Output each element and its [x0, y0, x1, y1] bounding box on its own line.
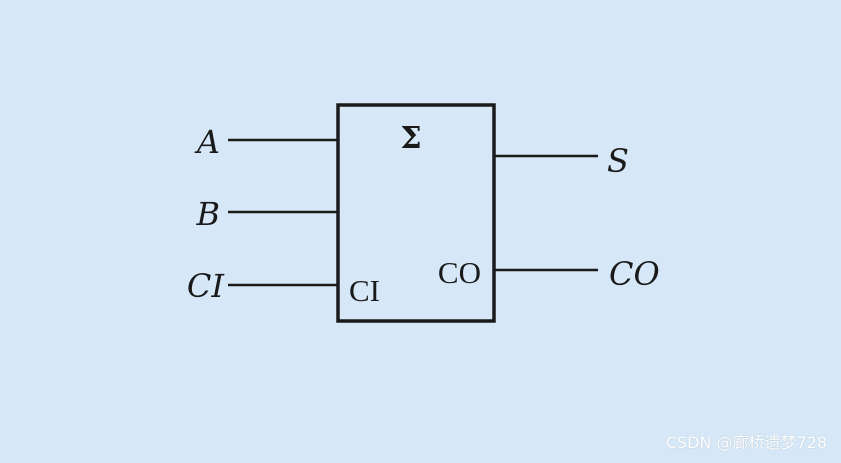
- input-label-b: B: [195, 195, 220, 233]
- watermark: CSDN @廊桥遗梦728: [665, 433, 827, 452]
- output-label-s: S: [607, 142, 629, 180]
- input-label-ci: CI: [187, 267, 225, 305]
- co-port-label: CO: [438, 255, 481, 290]
- sum-symbol: Σ: [400, 121, 421, 156]
- output-label-co: CO: [609, 255, 660, 293]
- input-label-a: A: [194, 123, 220, 161]
- ci-port-label: CI: [349, 273, 380, 308]
- adder-block: [336, 103, 496, 323]
